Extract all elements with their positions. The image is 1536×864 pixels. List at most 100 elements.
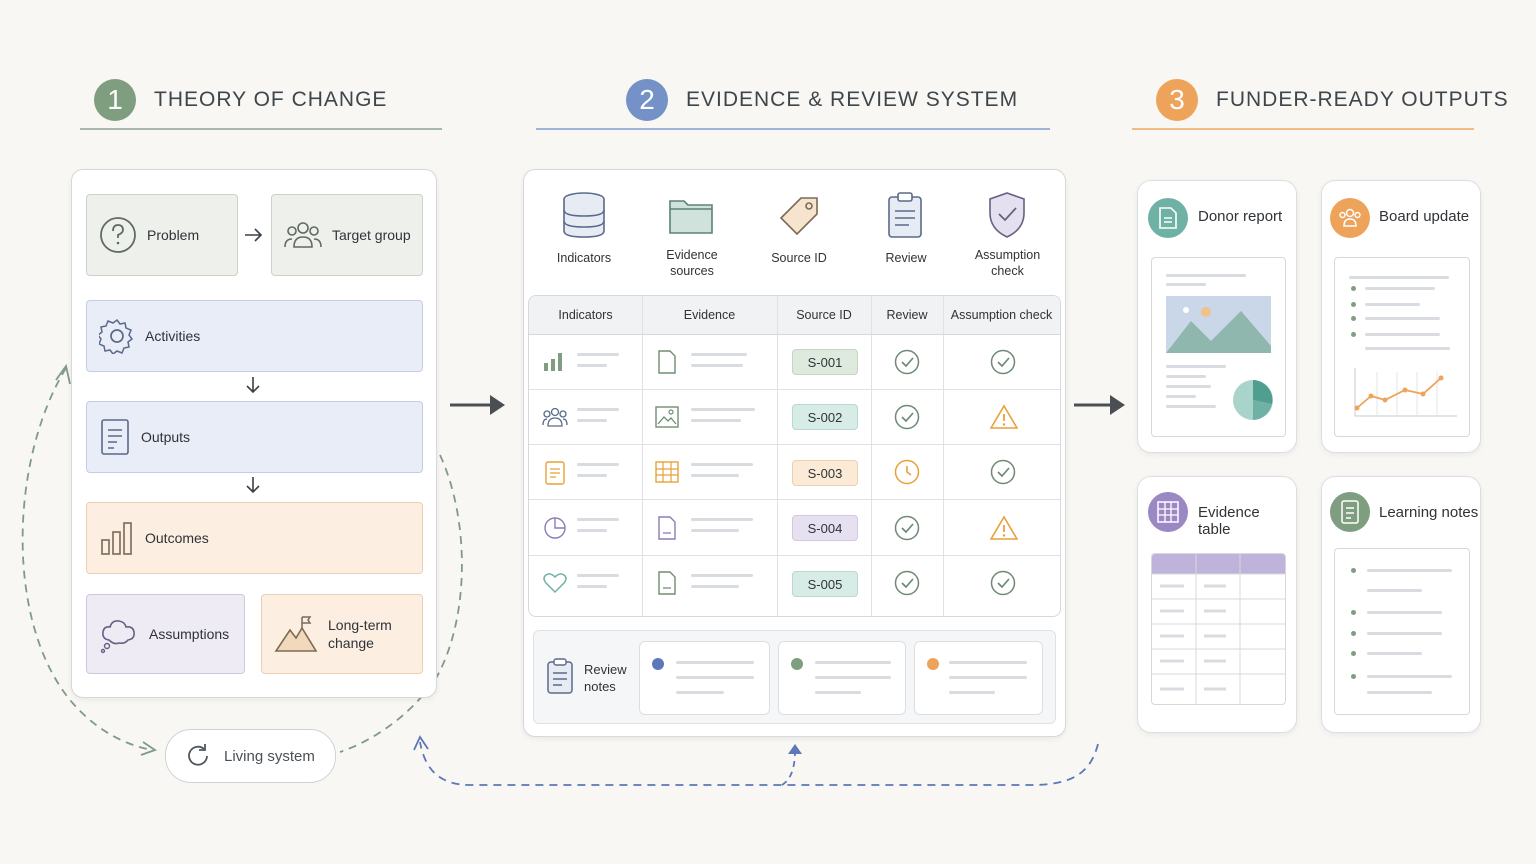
icon-label-assumption-check: Assumption check [974, 248, 1041, 278]
section-header-theory: 1 THEORY OF CHANGE [94, 79, 387, 121]
review-note-card[interactable] [639, 641, 770, 715]
placeholder-line [1166, 385, 1211, 388]
placeholder-line [1166, 274, 1246, 277]
clipboard-icon [547, 658, 573, 694]
check-circle-icon [990, 349, 1016, 375]
section-number-badge: 1 [94, 79, 136, 121]
card-title: Learning notes [1379, 504, 1479, 521]
col-divider [871, 296, 872, 616]
bullet-dot [1351, 631, 1356, 636]
placeholder-line [691, 585, 739, 588]
section-title: EVIDENCE & REVIEW SYSTEM [686, 88, 1019, 111]
placeholder-line [1166, 283, 1206, 286]
status-dot [652, 658, 664, 670]
placeholder-line [1367, 569, 1452, 572]
bullet-dot [1351, 286, 1356, 291]
donor-report-card[interactable]: Donor report [1137, 180, 1297, 453]
living-system-pill[interactable]: Living system [165, 729, 336, 783]
placeholder-line [1349, 276, 1449, 279]
long-term-change-box[interactable]: Long-term change [261, 594, 423, 674]
tag-icon [779, 197, 818, 236]
assumptions-box[interactable]: Assumptions [86, 594, 245, 674]
card-title: Donor report [1198, 208, 1283, 225]
report-icon [1148, 198, 1188, 238]
placeholder-line [1365, 333, 1440, 336]
bar-chart-icon [544, 353, 562, 371]
section-number-badge: 3 [1156, 79, 1198, 121]
section-rule [536, 128, 1050, 130]
outputs-box[interactable]: Outputs [86, 401, 423, 473]
table-header-row [529, 296, 1060, 335]
feedback-branch [781, 749, 796, 786]
source-id-pill: S-001 [792, 349, 858, 375]
thought-cloud-icon [100, 620, 135, 654]
section-title: FUNDER-READY OUTPUTS [1216, 88, 1509, 111]
col-divider [777, 296, 778, 616]
target-group-box[interactable]: Target group [271, 194, 423, 276]
check-circle-icon [990, 459, 1016, 485]
people-group-icon [1330, 198, 1370, 238]
placeholder-line [1166, 375, 1206, 378]
check-circle-icon [990, 570, 1016, 596]
placeholder-line [577, 574, 619, 577]
placeholder-line [815, 676, 891, 679]
col-divider [943, 296, 944, 616]
folder-icon [669, 200, 713, 234]
file-icon [658, 350, 676, 374]
placeholder-line [1367, 589, 1422, 592]
review-note-card[interactable] [778, 641, 906, 715]
evidence-table-card[interactable]: Evidence table [1137, 476, 1297, 733]
line-chart-icon [1354, 368, 1457, 417]
section-title: THEORY OF CHANGE [154, 88, 388, 111]
bullet-dot [1351, 651, 1356, 656]
learning-notes-card[interactable]: Learning notes [1321, 476, 1481, 733]
placeholder-line [577, 364, 607, 367]
arrow-down-icon [246, 377, 260, 394]
question-icon [100, 217, 136, 253]
placeholder-line [1365, 287, 1435, 290]
problem-box[interactable]: Problem [86, 194, 238, 276]
placeholder-line [577, 408, 619, 411]
people-group-icon [542, 407, 568, 427]
target-group-label: Target group [332, 227, 411, 243]
arrowhead [490, 395, 505, 415]
feedback-arrowhead-up [788, 744, 802, 754]
placeholder-line [577, 518, 619, 521]
column-header: Evidence [683, 308, 736, 322]
bullet-dot [1351, 610, 1356, 615]
column-header: Source ID [796, 308, 852, 322]
row-divider [529, 389, 1060, 390]
placeholder-line [1166, 395, 1196, 398]
activities-box[interactable]: Activities [86, 300, 423, 372]
bullet-dot [1351, 302, 1356, 307]
spreadsheet-icon [655, 461, 679, 483]
placeholder-line [577, 585, 607, 588]
feedback-arrowhead-left [413, 735, 429, 751]
notebook-icon [1330, 492, 1370, 532]
feedback-loop [419, 741, 1099, 786]
placeholder-line [949, 691, 995, 694]
warning-icon [990, 404, 1018, 429]
outcomes-box[interactable]: Outcomes [86, 502, 423, 574]
review-notes-area: Review notes [533, 630, 1056, 724]
review-note-card[interactable] [914, 641, 1043, 715]
source-id-pill: S-005 [792, 571, 858, 597]
section-header-outputs: 3 FUNDER-READY OUTPUTS [1156, 79, 1509, 121]
card-title: Evidence table [1198, 504, 1260, 538]
source-id-pill: S-002 [792, 404, 858, 430]
placeholder-line [577, 463, 619, 466]
column-header: Review [886, 308, 928, 322]
loop-arc-left [21, 367, 153, 751]
section-number-badge: 2 [626, 79, 668, 121]
board-update-preview [1334, 257, 1470, 437]
clock-icon [894, 459, 920, 485]
loop-arrowhead-right [140, 741, 157, 756]
review-notes-label: Review notes [584, 662, 627, 694]
learning-notes-preview [1334, 548, 1470, 715]
placeholder-line [676, 676, 754, 679]
board-update-card[interactable]: Board update [1321, 180, 1481, 453]
assumptions-label: Assumptions [149, 626, 230, 642]
outcomes-label: Outcomes [145, 530, 209, 546]
card-title: Board update [1379, 208, 1470, 225]
